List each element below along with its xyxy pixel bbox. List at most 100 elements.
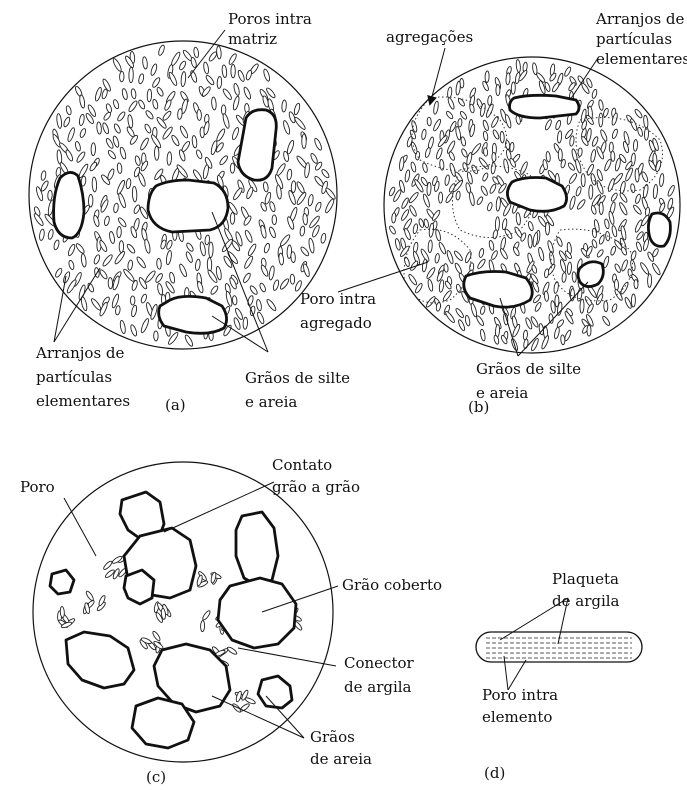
clay-particle [140, 160, 149, 172]
label-arranjos-a-1: Arranjos de [35, 344, 125, 362]
clay-particle [546, 151, 551, 162]
clay-particle [221, 105, 225, 115]
clay-particle [75, 141, 82, 152]
panel-b-labels: agregações Arranjos de partículas elemen… [300, 10, 687, 416]
clay-particle [591, 89, 597, 99]
label-arranjos-b-3: elementares [596, 50, 687, 68]
label-graos-a-1: Grãos de silte [245, 369, 350, 387]
panel-c-grain-9 [258, 676, 292, 708]
clay-particle [523, 330, 528, 340]
panel-d-labels: Plaqueta de argila Poro intra elemento (… [482, 570, 620, 782]
clay-particle [179, 125, 189, 139]
clay-particle [496, 85, 500, 96]
clay-particle [485, 103, 494, 118]
clay-connector-particle [60, 606, 65, 617]
clay-particle [635, 194, 642, 204]
clay-particle [619, 192, 628, 203]
clay-particle [260, 225, 267, 239]
clay-particle [516, 59, 521, 72]
clay-particle [635, 169, 639, 183]
clay-particle [105, 103, 112, 113]
clay-connector-particle [102, 560, 113, 571]
clay-particle [483, 131, 489, 141]
clay-particle [62, 271, 71, 284]
clay-particle [445, 192, 454, 204]
clay-particle [559, 259, 566, 273]
clay-particle [195, 149, 203, 159]
clay-particle [263, 243, 270, 254]
clay-particle [272, 279, 279, 291]
clay-particle [391, 213, 396, 224]
clay-particle [115, 305, 121, 315]
clay-particle [160, 239, 167, 249]
clay-particle [408, 191, 419, 204]
clay-particle [47, 229, 54, 240]
clay-particle [651, 262, 661, 275]
label-plaqueta-1: Plaqueta [552, 570, 619, 588]
clay-particle [219, 155, 229, 166]
clay-particle [546, 222, 550, 235]
label-graos-areia-2: de areia [310, 750, 372, 768]
panel-a: Poros intra matriz Arranjos de partícula… [29, 10, 350, 414]
clay-particle [79, 114, 85, 126]
clay-particle [423, 219, 429, 229]
clay-particle [444, 310, 455, 323]
clay-particle [324, 198, 335, 214]
label-poros-intra-matriz-2: matriz [228, 30, 277, 48]
clay-particle [461, 148, 469, 158]
clay-particle [243, 255, 254, 269]
clay-particle [102, 254, 114, 268]
clay-particle [427, 117, 432, 126]
clay-particle [154, 146, 159, 160]
clay-particle [544, 269, 549, 278]
clay-particle [140, 318, 150, 334]
clay-particle [185, 251, 194, 263]
panel-b: agregações Arranjos de partículas elemen… [300, 10, 687, 416]
clay-particle [119, 320, 126, 334]
clay-particle [129, 67, 134, 82]
clay-particle [65, 149, 74, 162]
clay-particle [630, 184, 635, 193]
clay-particle [457, 98, 465, 107]
clay-particle [488, 240, 494, 251]
clay-particle [75, 243, 86, 255]
clay-particle [619, 181, 626, 194]
clay-particle [113, 123, 121, 134]
clay-particle [39, 229, 45, 241]
clay-particle [415, 151, 420, 160]
clay-particle [156, 87, 165, 98]
clay-particle [138, 73, 145, 84]
label-poros-intra-matriz-1: Poros intra [228, 10, 312, 28]
clay-particle [490, 116, 499, 129]
clay-particle [604, 301, 608, 312]
clay-particle [217, 76, 222, 88]
clay-particle [203, 62, 209, 75]
panel-c-grain-4 [50, 570, 74, 594]
clay-particle [412, 223, 418, 234]
label-conector-1: Conector [344, 654, 415, 672]
clay-particle [528, 234, 533, 248]
caption-d: (d) [484, 764, 505, 782]
clay-particle [307, 194, 313, 206]
clay-particle [457, 319, 465, 331]
clay-particle [216, 46, 222, 59]
clay-particle [591, 136, 599, 147]
clay-particle [151, 77, 161, 89]
clay-particle [127, 114, 133, 128]
clay-particle [495, 217, 500, 232]
clay-particle [107, 149, 117, 160]
clay-particle [512, 246, 520, 256]
clay-particle [456, 191, 461, 200]
label-poro: Poro [20, 478, 55, 496]
clay-particle [296, 181, 306, 194]
clay-particle [145, 110, 155, 121]
clay-particle [482, 120, 489, 132]
clay-particle [400, 209, 410, 222]
clay-particle [293, 103, 300, 116]
clay-particle [293, 116, 306, 130]
clay-particle [643, 115, 648, 128]
clay-particle [157, 283, 164, 295]
clay-particle [263, 182, 269, 193]
clay-particle [516, 212, 521, 225]
clay-particle [232, 96, 240, 111]
